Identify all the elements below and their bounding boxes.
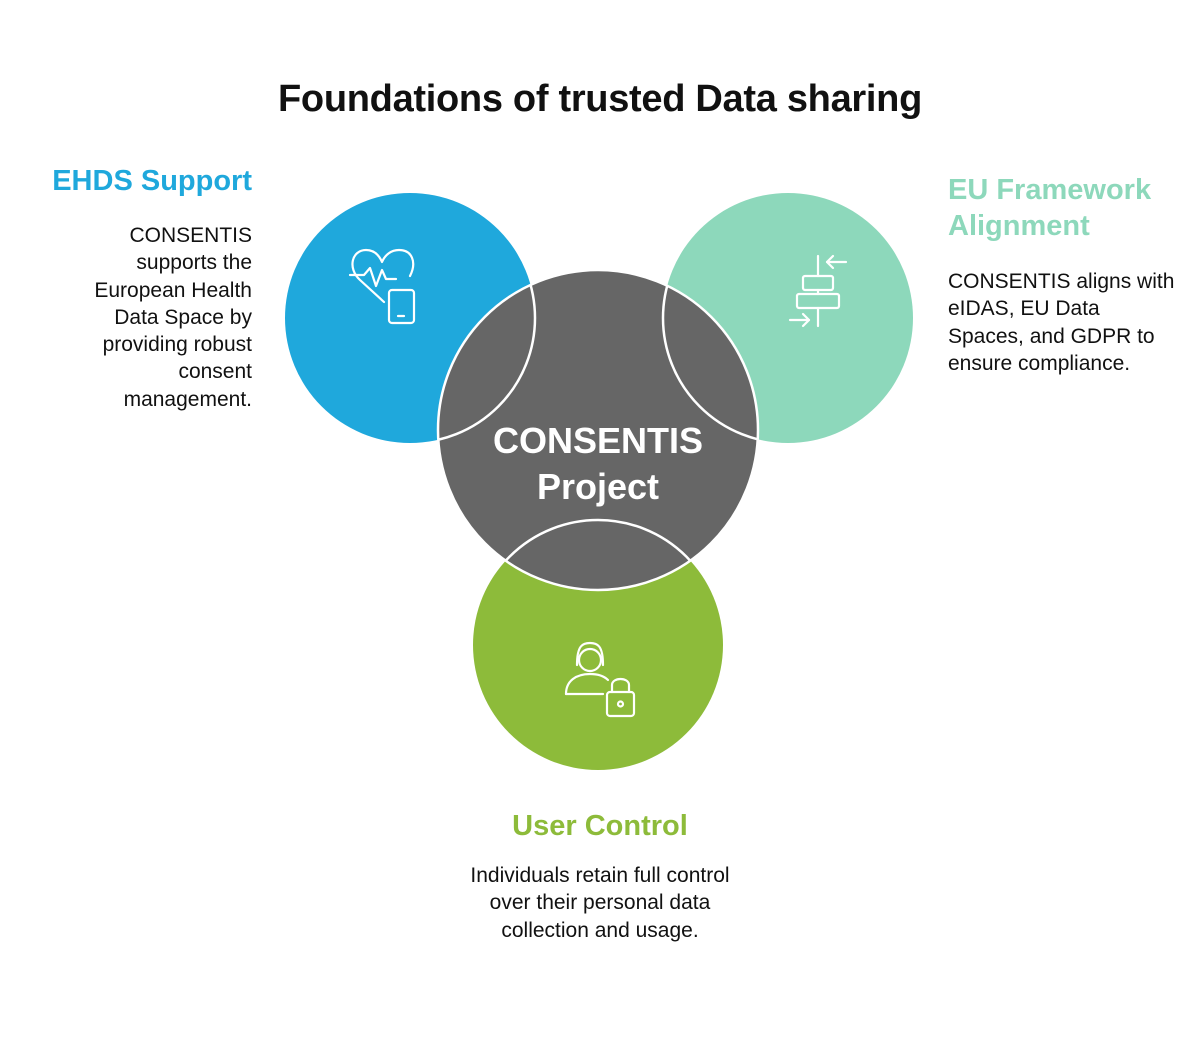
ehds-description: CONSENTIS supports the European Health D… bbox=[94, 224, 252, 411]
user-overlap-arc bbox=[471, 518, 725, 590]
eu-framework-heading: EU Framework Alignment bbox=[948, 174, 1152, 242]
center-circle-outline bbox=[436, 268, 760, 592]
eu-framework-description: CONSENTIS aligns with eIDAS, EU Data Spa… bbox=[948, 270, 1175, 375]
center-circle bbox=[438, 270, 758, 590]
user-control-description: Individuals retain full control over the… bbox=[470, 864, 730, 942]
user-control-heading: User Control bbox=[512, 810, 688, 842]
diagram-title: Foundations of trusted Data sharing bbox=[278, 78, 922, 120]
eu-overlap-arc bbox=[661, 270, 758, 445]
heart-tablet-icon bbox=[348, 248, 416, 325]
ehds-heading: EHDS Support bbox=[52, 165, 252, 197]
center-label-line1: CONSENTIS bbox=[493, 420, 703, 461]
user-lock-icon bbox=[564, 641, 636, 718]
center-label-line2: Project bbox=[537, 466, 659, 507]
align-arrows-icon bbox=[788, 254, 848, 328]
ehds-overlap-arc bbox=[438, 270, 537, 445]
